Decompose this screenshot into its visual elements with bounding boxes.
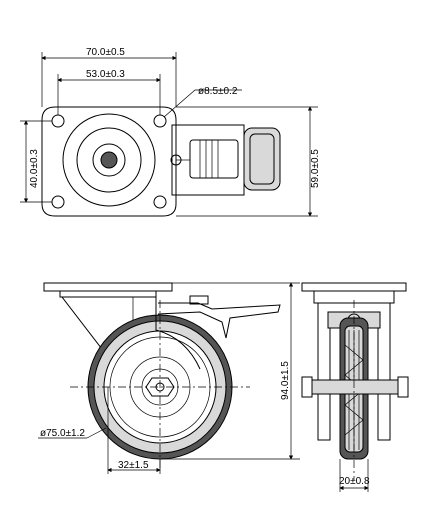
brake-pad xyxy=(243,127,281,191)
swivel-ring-inner xyxy=(92,143,126,177)
dim-offset: 32±1.5 xyxy=(118,460,149,471)
kingpin xyxy=(100,151,118,169)
front-top-plate xyxy=(301,282,407,292)
dim-plate-width: 70.0±0.5 xyxy=(86,47,125,58)
front-fork-left xyxy=(317,303,331,441)
dim-plate-length: 59.0±0.5 xyxy=(310,149,321,188)
bolt-hole-bottom-right xyxy=(153,195,167,209)
dim-wheel-width: 20±0.8 xyxy=(339,476,370,487)
brake-pedal xyxy=(189,139,239,179)
side-brake-lever xyxy=(157,302,281,339)
front-view: 20±0.8 xyxy=(301,282,409,492)
swivel-ring-outer xyxy=(62,113,156,207)
top-plate xyxy=(41,106,177,217)
side-view: 94.0±1.5 ø75.0±1.2 32±1.5 xyxy=(38,282,300,474)
bolt-hole-top-left xyxy=(51,114,65,128)
dim-hole-diameter: ø8.5±0.2 xyxy=(198,86,238,97)
swivel-ring-middle xyxy=(76,127,142,193)
bolt-hole-bottom-left xyxy=(51,195,65,209)
side-top-plate xyxy=(43,282,173,292)
top-view: 70.0±0.5 53.0±0.3 ø8.5±0.2 40.0±0.3 59.0… xyxy=(20,47,321,217)
front-fork-right xyxy=(377,303,391,441)
dim-hole-spacing-y: 40.0±0.3 xyxy=(29,149,40,188)
dim-wheel-diameter: ø75.0±1.2 xyxy=(40,428,85,439)
dim-hole-spacing-x: 53.0±0.3 xyxy=(86,69,125,80)
dim-total-height: 94.0±1.5 xyxy=(280,361,291,400)
